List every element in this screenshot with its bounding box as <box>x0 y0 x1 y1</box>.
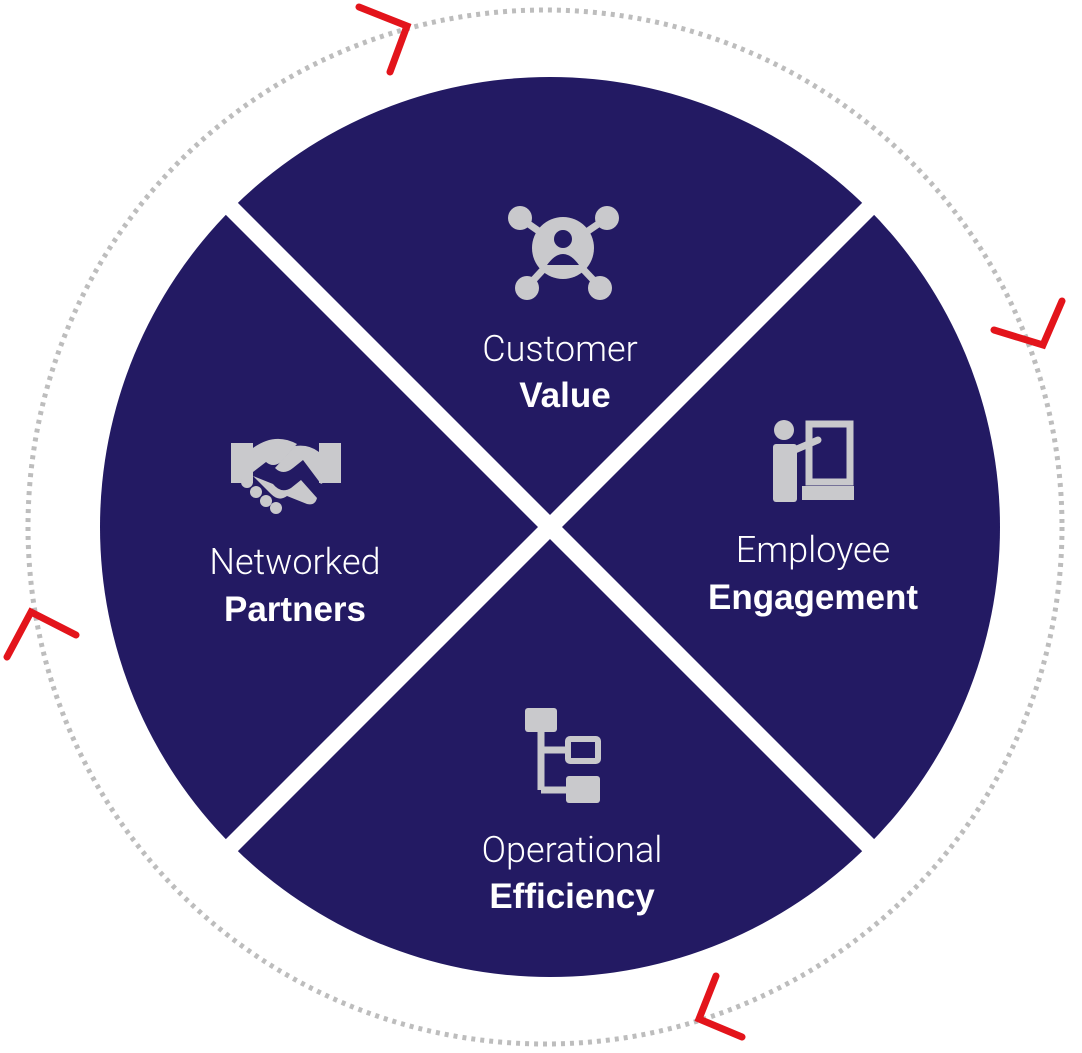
quadrant-title-left: Networked <box>209 541 380 583</box>
divider-diagonal-b <box>193 170 907 884</box>
quadrant-subtitle-bottom: Efficiency <box>489 877 655 916</box>
quadrant-customer-value: Customer Value <box>482 206 638 415</box>
quadrant-subtitle-right: Engagement <box>708 578 918 617</box>
quadrant-operational-efficiency: Operational Efficiency <box>482 708 663 916</box>
cycle-arrow-right <box>990 297 1066 350</box>
quadrant-subtitle-top: Value <box>519 376 610 415</box>
presenter-board-icon <box>773 420 854 502</box>
cycle-arrow-left <box>3 607 80 661</box>
quadrant-networked-partners: Networked Partners <box>209 438 381 629</box>
handshake-icon <box>231 438 341 514</box>
quadrant-wheel <box>100 77 1000 977</box>
quadrant-employee-engagement: Employee Engagement <box>708 420 918 617</box>
cycle-ring <box>25 7 1065 1047</box>
quadrant-title-top: Customer <box>482 328 637 370</box>
quadrant-title-bottom: Operational <box>482 829 663 871</box>
cycle-arrows <box>3 3 1066 1041</box>
quadrant-title-right: Employee <box>736 529 891 571</box>
quadrant-subtitle-left: Partners <box>224 590 366 629</box>
process-flow-icon <box>525 708 601 803</box>
network-user-icon <box>508 206 619 300</box>
cycle-arrow-bottom <box>694 972 746 1041</box>
cycle-arrow-top <box>355 3 412 76</box>
